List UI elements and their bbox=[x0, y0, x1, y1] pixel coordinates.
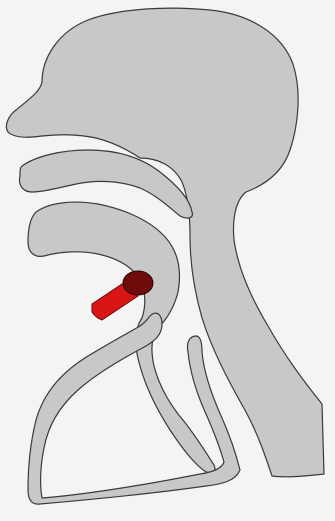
tube-cuff bbox=[123, 271, 153, 295]
